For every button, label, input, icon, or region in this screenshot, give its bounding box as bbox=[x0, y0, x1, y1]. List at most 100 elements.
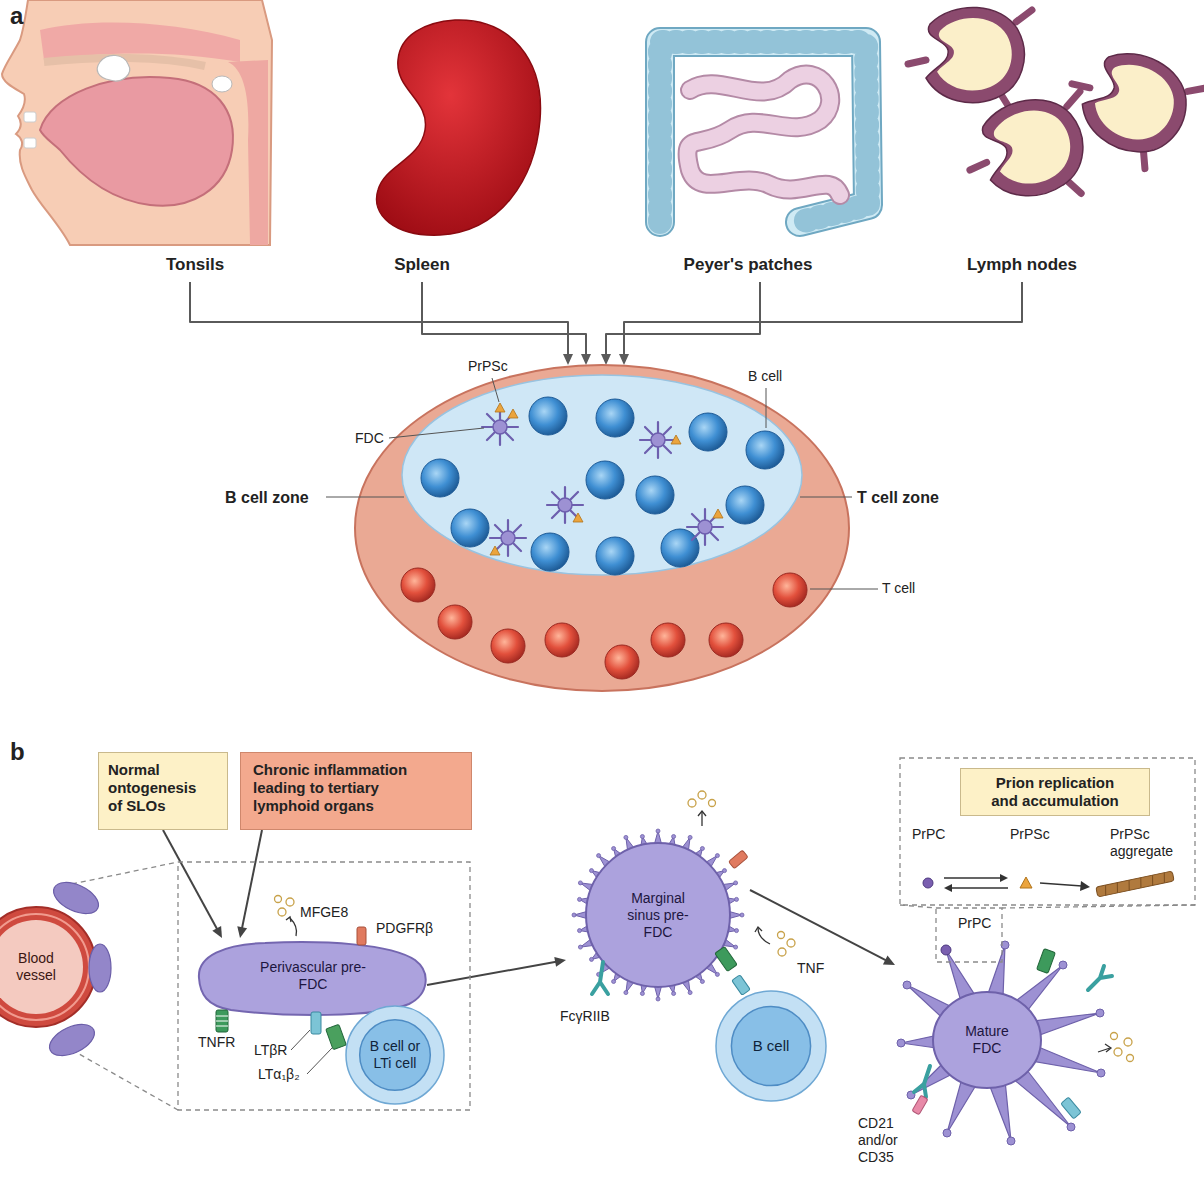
leader-line bbox=[810, 589, 878, 590]
lymph-node-illustration bbox=[908, 7, 1204, 215]
prion-scheme bbox=[944, 878, 1008, 888]
mature-fdc-outline bbox=[1059, 961, 1067, 969]
secretion-arrow bbox=[290, 918, 297, 936]
prion-scheme bbox=[1096, 871, 1174, 897]
secretion-arrow bbox=[1105, 1044, 1111, 1052]
lymph-node-illustration bbox=[1052, 37, 1204, 177]
follicle-cells bbox=[491, 629, 525, 663]
marginal-sinus-pre-fdc: Marginal sinus pre-FDC bbox=[566, 825, 750, 1003]
dashed-frame bbox=[72, 758, 1195, 1110]
follicle-cells bbox=[636, 476, 674, 514]
mfge8-particles bbox=[286, 898, 294, 906]
b-cell-or-lti-cell-outline bbox=[360, 1020, 431, 1091]
lymph-node-illustration bbox=[1052, 33, 1204, 178]
flow-arrow bbox=[619, 282, 1022, 365]
follicle-cells bbox=[421, 459, 459, 497]
mfge8-particles bbox=[698, 791, 706, 799]
molecule-label: CD21 and/or CD35 bbox=[858, 1115, 912, 1165]
flow-arrow bbox=[601, 282, 760, 365]
receptor bbox=[1037, 949, 1056, 974]
mfge8-particles bbox=[787, 939, 795, 947]
receptor bbox=[216, 1016, 228, 1026]
b-cell-outline bbox=[731, 1006, 810, 1085]
organ-spleen: Spleen bbox=[330, 0, 520, 282]
intestine-illustration bbox=[660, 42, 868, 222]
arrow-head bbox=[581, 354, 591, 365]
secretion-arrow bbox=[286, 811, 1111, 1052]
leader-line bbox=[326, 378, 878, 589]
arrow-head bbox=[212, 926, 222, 938]
receptor bbox=[326, 1024, 347, 1049]
receptor bbox=[914, 1066, 930, 1097]
follicle-cells bbox=[596, 399, 634, 437]
b-cell-or-lti-cell-outline bbox=[346, 1006, 444, 1104]
prion-scheme bbox=[923, 878, 933, 888]
head-illustration bbox=[44, 58, 205, 66]
secretion-arrow bbox=[758, 928, 770, 944]
molecule-label: PrPSc bbox=[1010, 826, 1050, 843]
cell-label: Marginal sinus pre-FDC bbox=[618, 890, 698, 940]
leader-line bbox=[766, 388, 767, 428]
pericyte bbox=[49, 876, 103, 920]
mature-fdc-outline bbox=[1096, 1009, 1104, 1017]
secretion-arrow bbox=[1098, 1048, 1110, 1052]
blood-vessel-outline bbox=[0, 907, 96, 1027]
molecule-label: LTα₁β₂ bbox=[258, 1066, 300, 1083]
flow-arrow bbox=[190, 282, 573, 365]
marginal-sinus-pre-fdc-outline bbox=[672, 992, 676, 996]
receptor bbox=[592, 962, 608, 994]
prion-scheme bbox=[1040, 883, 1082, 886]
follicle-cells bbox=[773, 573, 807, 607]
follicle-ellipse: B cell zoneT cell zone bbox=[225, 365, 975, 695]
marginal-sinus-pre-fdc-outline bbox=[723, 869, 727, 873]
pericyte bbox=[45, 1018, 99, 1062]
follicle-cells bbox=[495, 403, 505, 412]
leader-line bbox=[492, 378, 499, 402]
mfge8-particles bbox=[1111, 1033, 1118, 1040]
marginal-sinus-pre-fdc-outline bbox=[715, 972, 719, 976]
prion-scheme bbox=[1080, 881, 1090, 891]
follicle-cells bbox=[401, 397, 807, 679]
arrow-line bbox=[606, 282, 760, 355]
marginal-sinus-pre-fdc-outline bbox=[735, 929, 739, 933]
follicle-cells bbox=[596, 537, 634, 575]
zone-label: T cell zone bbox=[857, 488, 975, 507]
molecule-label: PrPC bbox=[958, 915, 991, 932]
marginal-sinus-pre-fdc-outline bbox=[656, 829, 660, 833]
marginal-sinus-pre-fdc-outline bbox=[734, 945, 738, 949]
arrow-line bbox=[242, 830, 262, 928]
leader-line bbox=[326, 497, 404, 498]
marginal-sinus-pre-fdc-outline bbox=[740, 913, 744, 917]
head-illustration bbox=[24, 112, 36, 122]
marginal-sinus-pre-fdc-outline bbox=[590, 957, 594, 961]
marginal-sinus-pre-fdc-outline bbox=[723, 957, 727, 961]
mfge8-particles bbox=[709, 800, 716, 807]
mature-fdc-outline bbox=[897, 1039, 905, 1047]
follicle-cells bbox=[586, 461, 624, 499]
follicle-cells bbox=[661, 529, 699, 567]
follicle-cells bbox=[529, 397, 567, 435]
secretion-arrow bbox=[755, 927, 762, 932]
cell-label: B cell or LTi cell bbox=[361, 1038, 429, 1072]
marginal-sinus-pre-fdc-outline bbox=[578, 897, 582, 901]
receptor bbox=[729, 850, 749, 868]
cell-label: Blood vessel bbox=[6, 950, 66, 984]
perivascular-pre-fdc-outline bbox=[199, 942, 426, 1015]
b-cell-outline bbox=[716, 991, 826, 1101]
arrow-line bbox=[163, 830, 217, 929]
marginal-sinus-pre-fdc-outline bbox=[688, 835, 692, 839]
pericyte bbox=[89, 944, 111, 992]
receptor bbox=[216, 850, 1112, 1119]
follicle-ellipse-outline bbox=[355, 365, 849, 691]
spleen-illustration bbox=[377, 20, 541, 235]
marginal-sinus-pre-fdc-outline bbox=[572, 913, 576, 917]
marginal-sinus-pre-fdc-outline bbox=[586, 843, 730, 987]
flow-arrow bbox=[237, 830, 262, 938]
arrow-head bbox=[563, 354, 573, 365]
b-cell: B cell bbox=[715, 990, 827, 1102]
lymph-node-illustration bbox=[937, 18, 1012, 90]
dashed-frame bbox=[178, 862, 470, 1110]
lymph-node-illustration bbox=[989, 104, 1077, 190]
receptor bbox=[1061, 1097, 1082, 1119]
b-cell-or-lti-cell: B cell or LTi cell bbox=[345, 1005, 445, 1105]
